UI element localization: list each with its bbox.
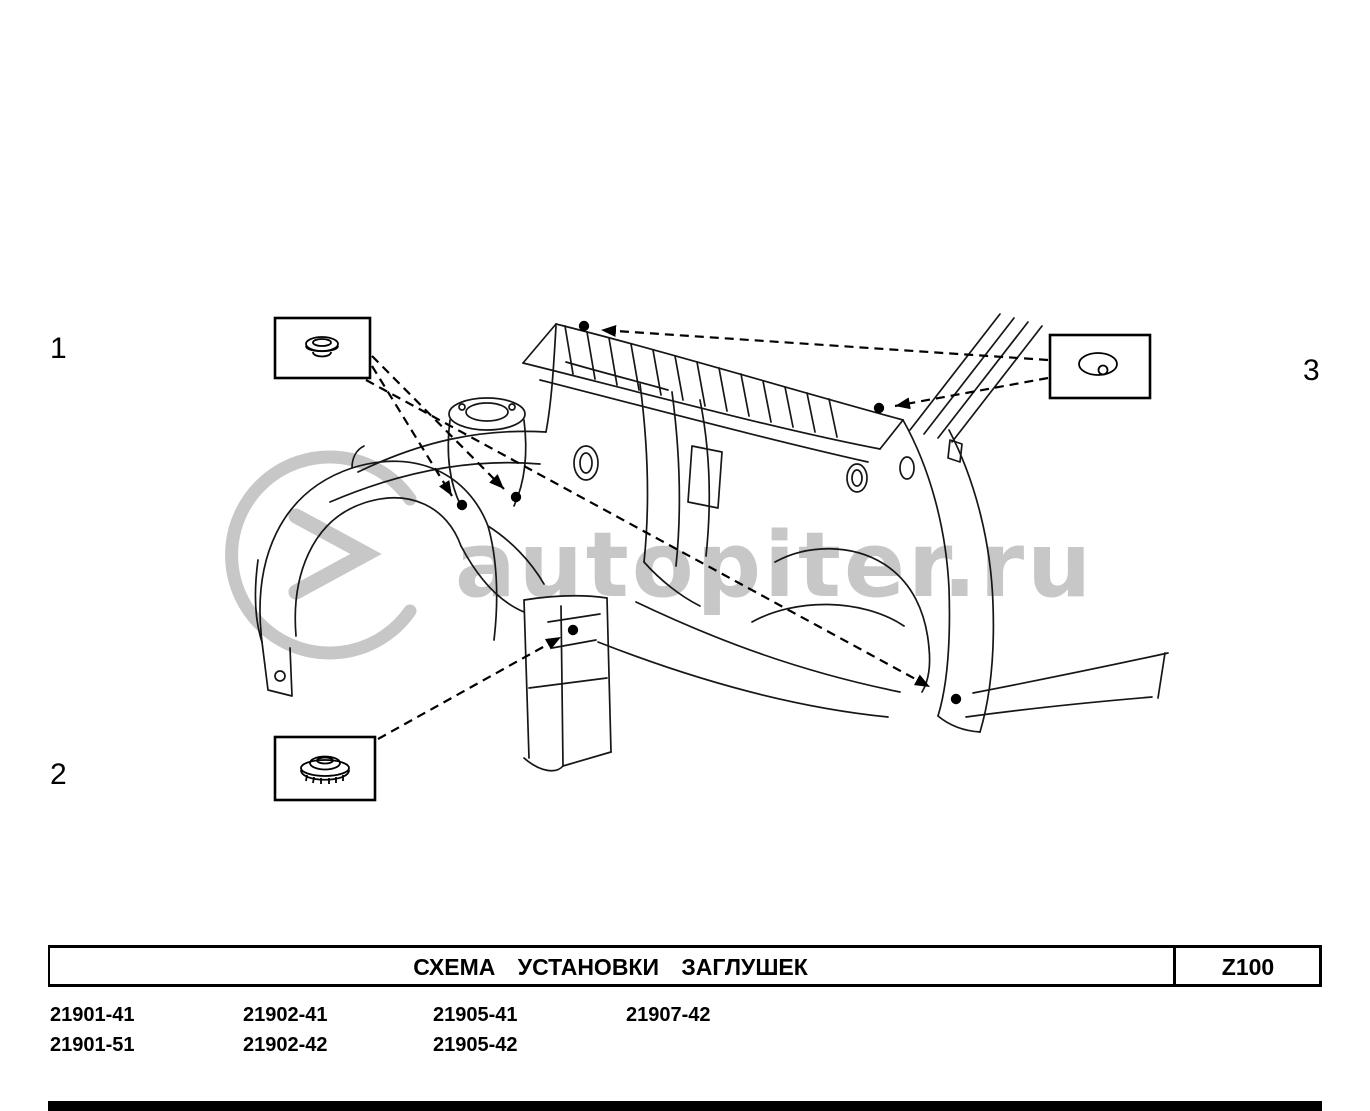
plug-location-dots	[456, 320, 962, 705]
watermark-arrow-icon	[288, 508, 382, 600]
scheme-title: СХЕМА УСТАНОВКИ ЗАГЛУШЕК	[413, 954, 808, 980]
code-cell-divider	[1173, 945, 1176, 987]
scheme-code: Z100	[1221, 954, 1275, 980]
watermark-text: autopiter.ru	[455, 513, 1094, 618]
callout-2: 2	[50, 735, 377, 802]
round-plug-cap-icon	[305, 336, 339, 358]
part-number: 21902-42	[243, 1034, 328, 1056]
watermark-circle	[225, 450, 417, 660]
table-top-line	[48, 945, 1322, 948]
callout-3: 3	[1048, 333, 1320, 400]
oval-plug-icon	[1078, 352, 1118, 376]
callout-1-number: 1	[50, 332, 67, 365]
table-mid-line	[48, 984, 1322, 987]
table-left-edge	[48, 945, 50, 987]
arrow-1c	[365, 379, 931, 688]
part-number: 21905-41	[433, 1004, 518, 1026]
leader-arrows	[365, 325, 1049, 740]
arrow-3a	[600, 325, 1049, 362]
page-bottom-bar	[48, 1101, 1322, 1111]
part-number: 21907-42	[626, 1004, 711, 1026]
part-number: 21905-42	[433, 1034, 518, 1056]
arrow-1a	[371, 365, 453, 497]
watermark: autopiter.ru	[225, 450, 1094, 660]
table-right-edge	[1319, 945, 1322, 987]
car-body-drawing	[254, 313, 1169, 772]
callout-1: 1	[50, 316, 372, 380]
callout-2-number: 2	[50, 758, 67, 791]
arrow-3b	[894, 376, 1049, 410]
part-number: 21901-51	[50, 1034, 135, 1056]
part-number: 21902-41	[243, 1004, 328, 1026]
ribbed-plug-grommet-icon	[300, 755, 350, 784]
part-number: 21901-41	[50, 1004, 135, 1026]
arrow-2a	[377, 636, 562, 740]
arrow-1b	[371, 355, 505, 490]
callout-3-number: 3	[1303, 354, 1320, 387]
